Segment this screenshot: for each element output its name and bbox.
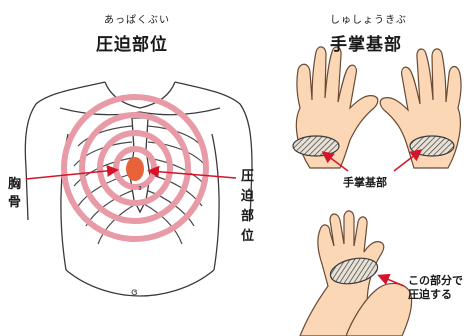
press-label-line: 圧迫する bbox=[408, 288, 463, 302]
site-label: 圧 迫 部 位 bbox=[241, 167, 254, 247]
site-label-char: 迫 bbox=[241, 187, 254, 207]
site-label-char: 位 bbox=[241, 227, 254, 247]
left-title: 圧迫部位 bbox=[96, 30, 168, 55]
right-title: 手掌基部 bbox=[330, 30, 402, 55]
sternum-label: 胸 骨 bbox=[8, 176, 21, 212]
compression-spot bbox=[126, 157, 144, 181]
press-label-line: この部分で bbox=[408, 274, 463, 288]
navel-mark: ɞ bbox=[131, 287, 138, 298]
sternum-mark: ɜ bbox=[138, 184, 142, 192]
press-label: この部分で 圧迫する bbox=[408, 274, 463, 302]
palm-heel-label: 手掌基部 bbox=[343, 176, 387, 190]
left-palm-heel-area bbox=[293, 136, 339, 156]
site-label-char: 部 bbox=[241, 207, 254, 227]
sternum-label-char: 胸 bbox=[8, 176, 21, 194]
sternum-label-char: 骨 bbox=[8, 194, 21, 212]
left-furigana: あっぱくぶい bbox=[104, 11, 170, 26]
site-label-char: 圧 bbox=[241, 167, 254, 187]
right-furigana: しゅしょうきぶ bbox=[330, 11, 407, 26]
site-pointer bbox=[150, 171, 236, 178]
